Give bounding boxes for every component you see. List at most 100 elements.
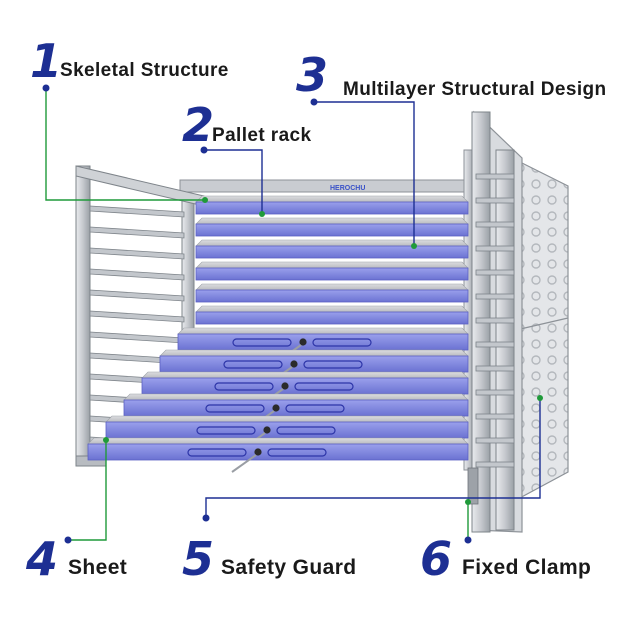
leader-end-6 [465,499,471,505]
tray-layer [105,415,469,451]
pull-bar [231,454,257,473]
tray-front [195,311,469,325]
handle-slot [187,448,247,457]
lock-knob-icon [281,382,289,390]
callout-number-2: 2 [182,98,215,152]
right-rung [475,413,515,420]
leader-line-1 [45,88,205,201]
tray-layer [177,327,469,363]
handle-slot [276,426,336,435]
tray-front [195,289,469,303]
tray-layer [195,217,469,237]
brand-logo: HEROCHU [330,185,365,192]
callout-label-safety-guard: Safety Guard [221,556,357,579]
steel-sheet [195,261,469,269]
callout-label-multilayer-structural-design: Multilayer Structural Design [343,79,607,100]
leader-dot-2 [200,146,208,154]
handle-slot [294,382,354,391]
handle-slot [232,338,292,347]
right-rung [475,317,515,324]
tray-layer [195,239,469,259]
tray-front [105,421,469,439]
right-rung [475,197,515,204]
handle-slot [312,338,372,347]
left-rung [89,268,185,281]
lock-knob-icon [290,360,298,368]
left-rung [89,289,185,302]
lock-knob-icon [272,404,280,412]
handle-slot [205,404,265,413]
callout-label-fixed-clamp: Fixed Clamp [462,556,592,579]
leader-line-5 [205,398,541,518]
steel-sheet [123,393,469,401]
tray-layer [87,437,469,473]
tray-front [141,377,469,395]
handle-slot [285,404,345,413]
right-rung [475,461,515,468]
tray-front [195,201,469,215]
callout-number-1: 1 [30,34,63,88]
handle-slot [196,426,256,435]
steel-sheet [177,327,469,335]
right-rung [475,389,515,396]
right-rung [475,269,515,276]
right-rung [475,341,515,348]
tray-front [87,443,469,461]
leader-end-1 [202,197,208,203]
leader-dot-3 [310,98,318,106]
steel-sheet [195,283,469,291]
handle-slot [214,382,274,391]
leader-dot-1 [42,84,50,92]
steel-sheet [141,371,469,379]
right-rung [475,365,515,372]
tray-front [177,333,469,351]
tray-front [123,399,469,417]
right-rung [475,437,515,444]
tray-front [195,223,469,237]
right-rung [475,293,515,300]
tray-front [195,245,469,259]
leader-line-4 [68,440,107,541]
callout-number-4: 4 [26,532,59,586]
leader-line-2 [204,149,263,214]
tray-front [159,355,469,373]
steel-sheet [195,217,469,225]
tray-layer [195,283,469,303]
left-rung [89,205,185,218]
callout-number-3: 3 [296,48,329,102]
left-rung [89,310,185,323]
leader-end-3 [411,243,417,249]
handle-slot [303,360,363,369]
leader-end-2 [259,211,265,217]
right-rung [475,173,515,180]
left-rung [89,226,185,239]
leader-line-3 [314,101,415,246]
callout-number-6: 6 [420,532,453,586]
steel-sheet [195,239,469,247]
left-rung [89,331,185,344]
steel-sheet [195,195,469,203]
tray-layer [195,195,469,215]
tray-layer [195,261,469,281]
leader-end-4 [103,437,109,443]
right-rung [475,221,515,228]
steel-sheet [87,437,469,445]
right-rungs [467,173,515,505]
leader-dot-4 [64,536,72,544]
tray-stack [87,195,469,473]
lock-knob-icon [299,338,307,346]
callout-number-5: 5 [182,532,215,586]
lock-knob-icon [254,448,262,456]
tray-front [195,267,469,281]
leader-end-5 [537,395,543,401]
steel-sheet [105,415,469,423]
handle-slot [223,360,283,369]
leader-lines [42,84,543,544]
lock-knob-icon [263,426,271,434]
right-rung [475,245,515,252]
leader-dot-6 [464,536,472,544]
steel-sheet [159,349,469,357]
left-rung [89,247,185,260]
callout-label-skeletal-structure: Skeletal Structure [60,60,229,81]
